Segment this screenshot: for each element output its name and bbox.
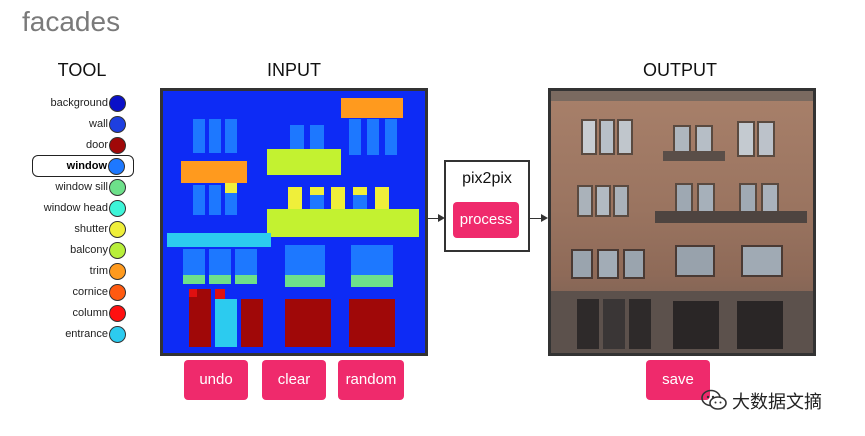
color-swatch-icon	[109, 221, 126, 238]
watermark: 大数据文摘	[700, 386, 850, 414]
color-swatch-icon	[108, 158, 125, 175]
arrow-right-icon	[438, 214, 445, 222]
process-button[interactable]: process	[453, 202, 519, 238]
tool-label: background	[50, 97, 109, 109]
color-swatch-icon	[109, 200, 126, 217]
wechat-icon	[701, 389, 727, 410]
tool-window-head[interactable]: window head	[32, 199, 134, 219]
save-button[interactable]: save	[646, 360, 710, 400]
tool-label: balcony	[70, 244, 108, 256]
random-button[interactable]: random	[338, 360, 404, 400]
model-panel: pix2pix process	[444, 160, 530, 252]
tool-label: door	[85, 139, 108, 151]
tool-balcony[interactable]: balcony	[32, 241, 134, 261]
tool-label: window sill	[55, 181, 108, 193]
tool-background[interactable]: background	[32, 94, 134, 114]
output-image	[548, 88, 816, 356]
tool-label: window head	[43, 202, 108, 214]
tool-label: wall	[89, 118, 108, 130]
input-header: INPUT	[267, 60, 321, 80]
color-swatch-icon	[109, 326, 126, 343]
tool-label: window	[66, 160, 107, 172]
tool-door[interactable]: door	[32, 136, 134, 156]
tool-wall[interactable]: wall	[32, 115, 134, 135]
page-title: facades	[22, 6, 121, 37]
tool-label: shutter	[74, 223, 108, 235]
tool-label: entrance	[65, 328, 108, 340]
color-swatch-icon	[109, 95, 126, 112]
color-swatch-icon	[109, 263, 126, 280]
tool-label: column	[72, 307, 108, 319]
color-swatch-icon	[109, 137, 126, 154]
tool-header: TOOL	[57, 60, 107, 80]
undo-button[interactable]: undo	[184, 360, 248, 400]
tool-window[interactable]: window	[32, 155, 134, 177]
tool-label: trim	[89, 265, 108, 277]
tool-cornice[interactable]: cornice	[32, 283, 134, 303]
arrow-connector	[528, 218, 542, 219]
color-swatch-icon	[109, 242, 126, 259]
color-swatch-icon	[109, 116, 126, 133]
clear-button[interactable]: clear	[262, 360, 326, 400]
color-swatch-icon	[109, 179, 126, 196]
model-label: pix2pix	[462, 170, 512, 187]
output-header: OUTPUT	[643, 60, 717, 80]
tool-column[interactable]: column	[32, 304, 134, 324]
color-swatch-icon	[109, 305, 126, 322]
tool-window-sill[interactable]: window sill	[32, 178, 134, 198]
arrow-right-icon	[541, 214, 548, 222]
arrow-connector	[425, 218, 439, 219]
watermark-text: 大数据文摘	[732, 392, 822, 412]
tool-trim[interactable]: trim	[32, 262, 134, 282]
tool-label: cornice	[72, 286, 108, 298]
tool-shutter[interactable]: shutter	[32, 220, 134, 240]
tool-entrance[interactable]: entrance	[32, 325, 134, 345]
color-swatch-icon	[109, 284, 126, 301]
input-canvas[interactable]	[160, 88, 428, 356]
